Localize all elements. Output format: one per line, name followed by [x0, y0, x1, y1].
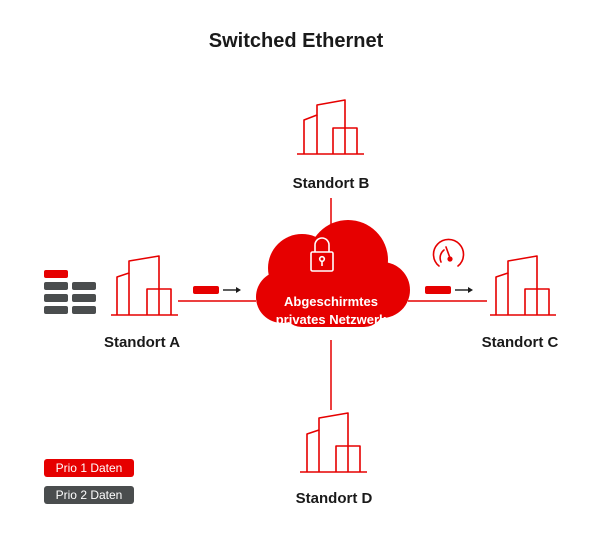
packet-arrow-c: [425, 286, 473, 294]
packet-arrow-a: [193, 286, 241, 294]
cloud-label-line1: Abgeschirmtes: [284, 294, 378, 309]
site-label-c: Standort C: [481, 334, 559, 351]
cloud-label: Abgeschirmtes privates Netzwerk: [251, 293, 411, 329]
legend-prio2: Prio 2 Daten: [44, 486, 134, 504]
building-icon-c: [490, 255, 556, 316]
building-icon-b: [297, 99, 364, 155]
cloud-label-line2: privates Netzwerk: [275, 312, 387, 327]
site-label-d: Standort D: [295, 490, 373, 507]
building-icon-a: [111, 255, 178, 316]
site-label-b: Standort B: [292, 175, 370, 192]
lock-icon: [310, 237, 334, 272]
gauge-icon: [432, 238, 465, 267]
site-label-a: Standort A: [103, 334, 181, 351]
data-stack-icon: [44, 270, 96, 314]
diagram-title: Switched Ethernet: [208, 30, 384, 52]
legend-prio1: Prio 1 Daten: [44, 459, 134, 477]
cloud-shape: [256, 220, 410, 327]
building-icon-d: [300, 412, 367, 473]
